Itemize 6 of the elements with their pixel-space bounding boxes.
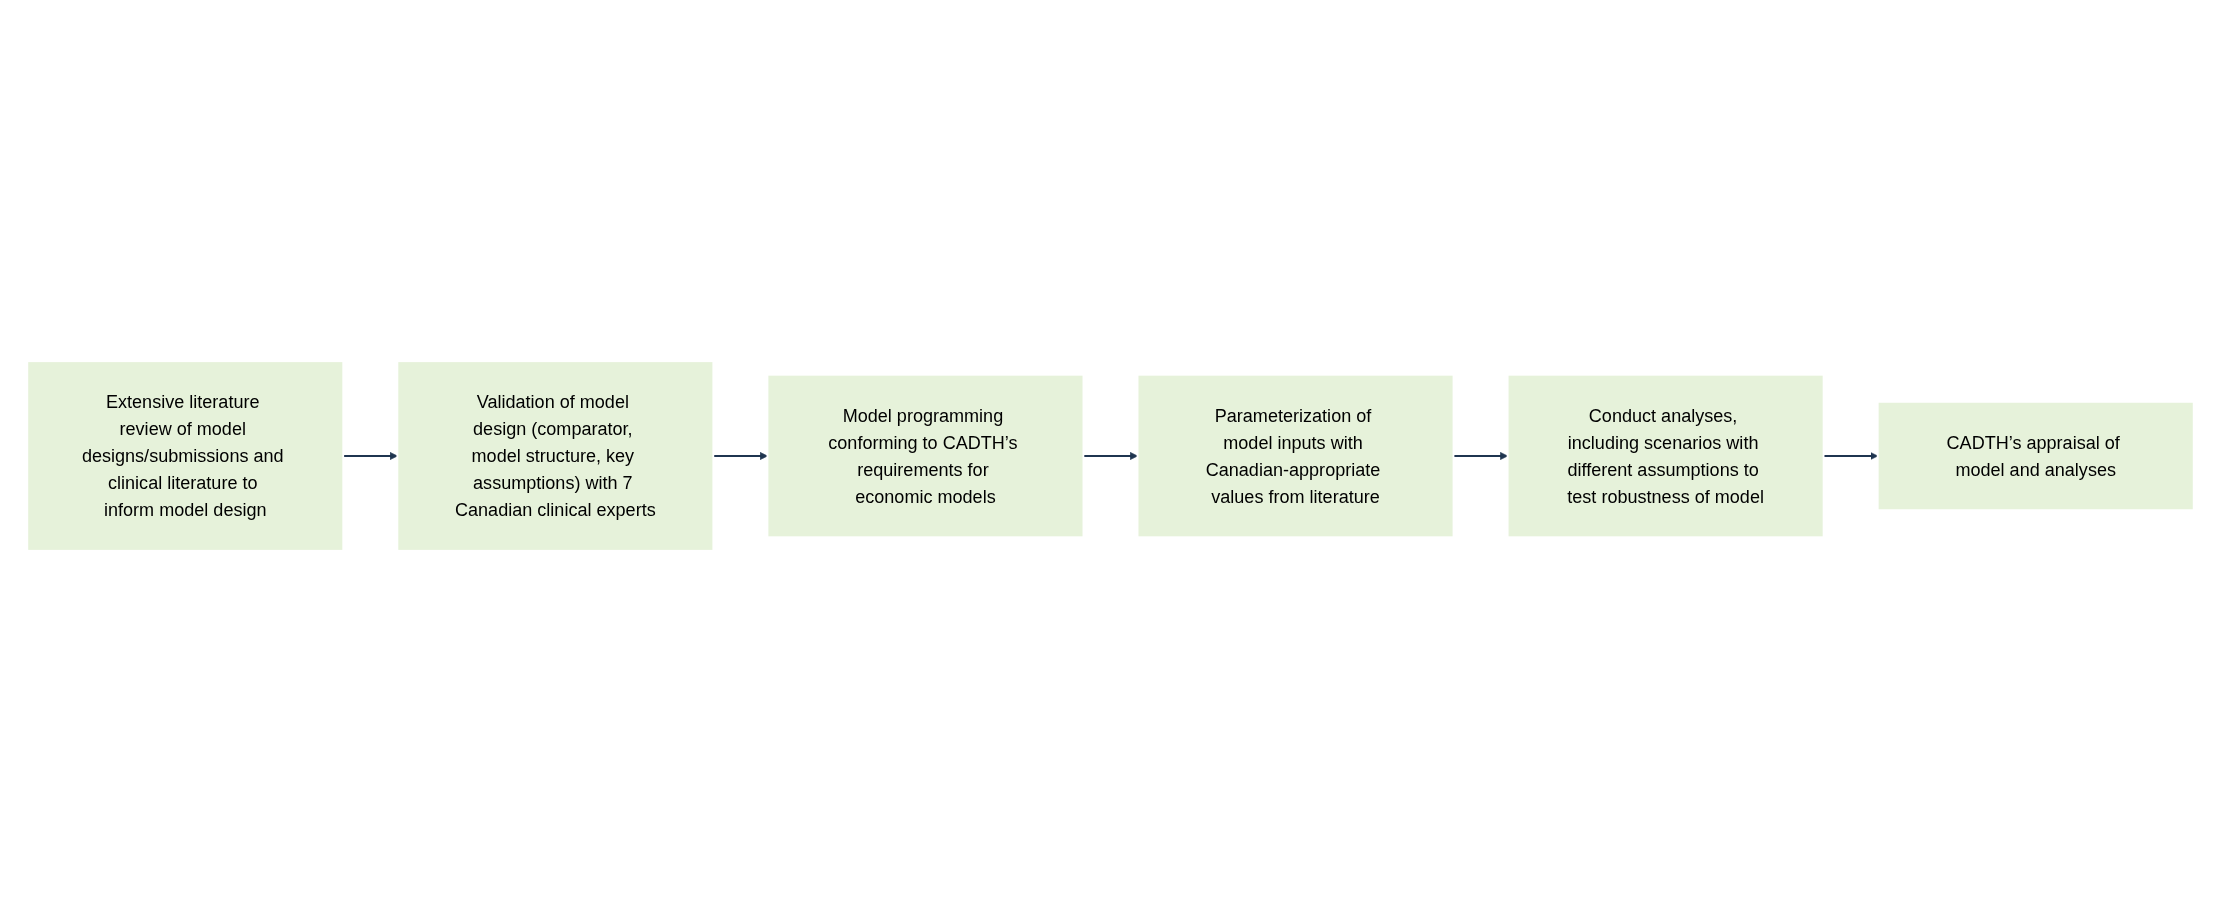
node-box: Extensive literature review of model designs/submissions and clinical literature to inform model design: [26, 360, 345, 552]
node-box: Parameterization of model inputs with Canadian-appropriate values from literature: [1136, 373, 1455, 539]
node-box: Validation of model design (comparator, model structure, key assumptions) with 7 Canadian clinical experts: [396, 360, 715, 552]
node-box: Model programming conforming to CADTH’s requirements for economic models: [766, 373, 1085, 539]
node-box: Conduct analyses, including scenarios with different assumptions to test robustness of model: [1506, 373, 1825, 539]
node-box: CADTH’s appraisal of model and analyses: [1876, 400, 2195, 512]
